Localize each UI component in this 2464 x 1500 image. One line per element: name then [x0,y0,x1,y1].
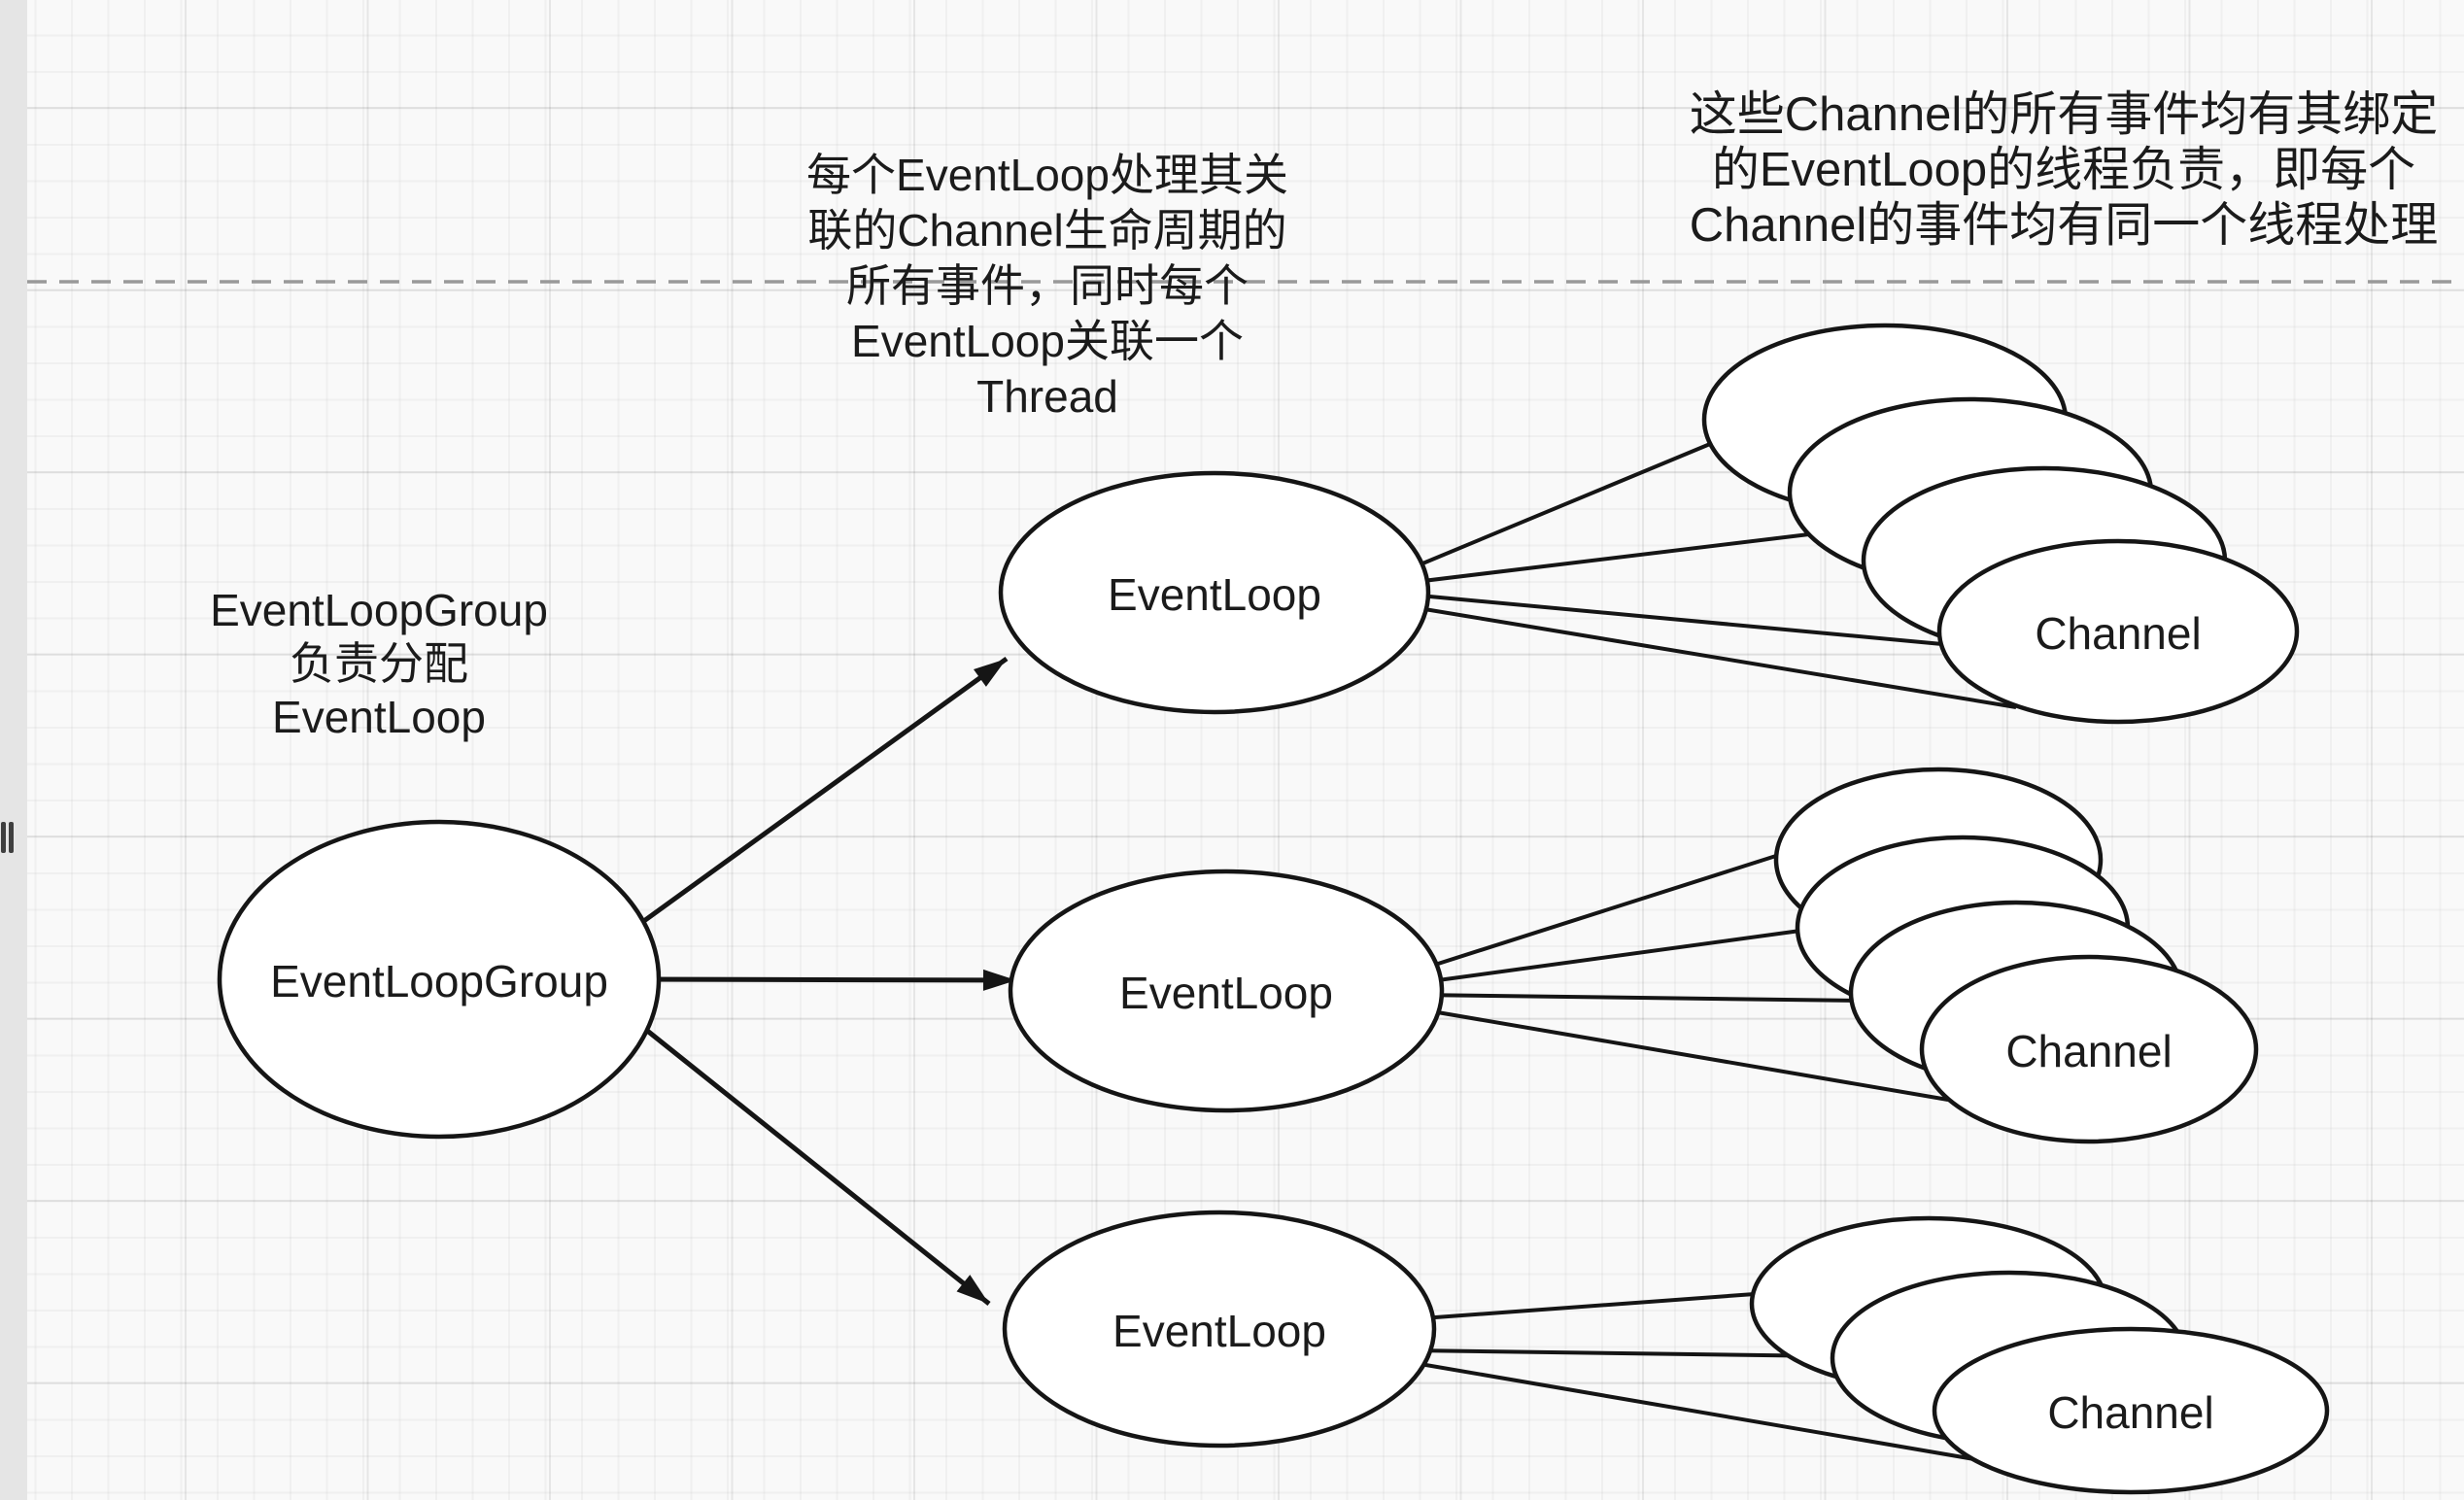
eventloopgroup-node [217,819,662,1140]
eventloop-node-2-label: EventLoop [1119,968,1333,1018]
annotation-channel-note-line-1: 这些Channel的所有事件均有其绑定 [1690,88,2439,141]
channel-node-1 [1936,538,2300,725]
annotation-channel-note-line-2: 的EventLoop的线程负责，即每个 [1712,144,2415,196]
eventloop-node-3 [1002,1210,1437,1449]
left-gutter-strip [0,0,27,1500]
annotation-eventloop-note-line-1: 每个EventLoop处理其关 [806,150,1288,200]
annotation-channel-note-line-3: Channel的事件均有同一个线程处理 [1690,199,2439,252]
channel-node-3-label: Channel [2047,1387,2213,1438]
annotation-eventloop-note-line-3: 所有事件，同时每个 [846,260,1249,311]
edge-eventloop1-channel-c [1408,593,1943,646]
edge-eventloop1-channel-a [1403,442,1711,573]
channel-node-2-label: Channel [2005,1026,2172,1076]
edge-eventloop2-channel-c [1416,993,1862,1003]
annotation-eventloop-note-line-4: EventLoop关联一个 [851,316,1244,366]
annotation-group-role-line-3: EventLoop [272,692,486,742]
annotation-group-role-line-1: EventLoopGroup [210,585,548,635]
arrow-group-to-eventloop-3 [644,1028,991,1306]
edge-eventloop1-channel-d [1406,604,2017,709]
channel-node-3 [1932,1326,2330,1495]
channel-node-2 [1919,954,2259,1144]
edge-eventloop2-channel-a [1413,853,1780,973]
eventloop-node-3-label: EventLoop [1112,1306,1326,1356]
edge-eventloop3-channel-a [1408,1292,1756,1321]
channel-node-1-label: Channel [2035,608,2201,659]
edge-eventloop2-channel-d [1414,1006,1949,1102]
edge-eventloop3-channel-c [1408,1360,1975,1461]
eventloop-node-2 [1008,869,1445,1113]
drag-handle-icon[interactable] [9,822,14,853]
arrow-group-to-eventloop-2 [631,969,1017,991]
drag-handle-icon[interactable] [1,822,6,853]
annotation-group-role-line-2: 负责分配 [290,638,468,689]
eventloop-node-1 [998,470,1431,715]
annotation-eventloop-note-line-2: 联的Channel生命周期的 [807,205,1286,256]
eventloopgroup-node-label: EventLoopGroup [270,956,608,1006]
eventloop-node-1-label: EventLoop [1108,569,1321,620]
arrow-group-to-eventloop-1 [639,656,1009,926]
edge-eventloop1-channel-b [1406,532,1810,585]
edge-eventloop2-channel-b [1416,929,1801,985]
edge-eventloop3-channel-b [1410,1348,1835,1358]
annotation-eventloop-note-line-5: Thread [976,371,1118,422]
